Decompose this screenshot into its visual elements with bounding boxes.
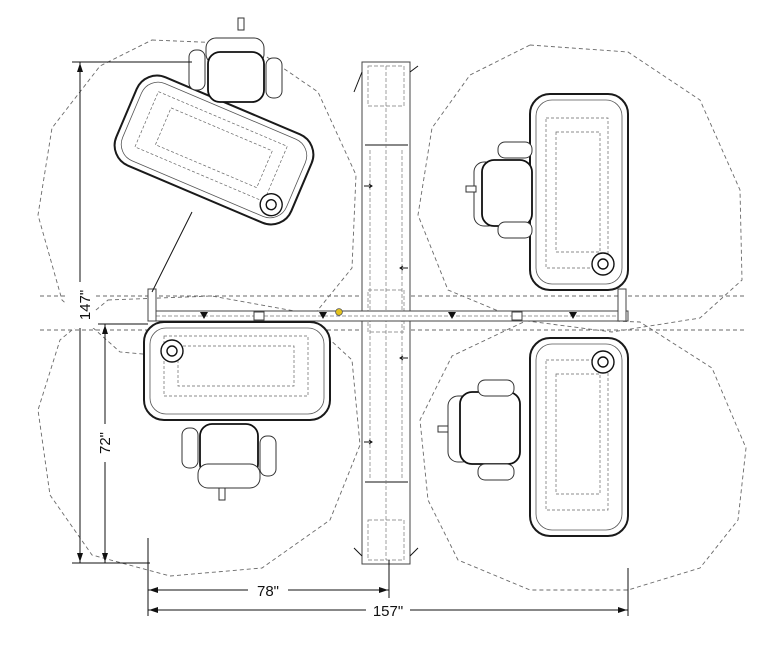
dimension-overall-height: 147" bbox=[66, 61, 192, 564]
chair-armrest bbox=[181, 427, 199, 469]
panel-arrow-marker bbox=[399, 355, 408, 361]
dimension-label-half-width: 78" bbox=[257, 583, 279, 600]
desk-top-left bbox=[113, 74, 315, 226]
chair-top-left bbox=[188, 17, 283, 103]
dimension-label-overall-height: 147" bbox=[77, 290, 94, 320]
chair-seat bbox=[459, 391, 521, 465]
panel-marker bbox=[319, 312, 327, 319]
dimension-overall-width: 157" bbox=[148, 568, 629, 620]
chair-seat bbox=[207, 51, 265, 103]
junction-dot bbox=[335, 308, 343, 316]
clearance-zone-bottom-left bbox=[37, 295, 361, 577]
desk-support-arm bbox=[151, 211, 193, 293]
chair-top-right bbox=[465, 141, 533, 239]
chair-lever bbox=[437, 425, 449, 433]
panel-marker bbox=[569, 312, 577, 319]
chair-seat bbox=[481, 159, 533, 227]
chair-armrest bbox=[259, 435, 277, 477]
panel-end-post bbox=[617, 288, 627, 322]
chair-armrest bbox=[497, 221, 533, 239]
panel-clip bbox=[511, 311, 523, 321]
chair-armrest bbox=[188, 49, 206, 91]
workstation-bottom-right bbox=[437, 337, 629, 537]
panel-clip bbox=[253, 311, 265, 321]
chair-armrest bbox=[265, 57, 283, 99]
dimension-label-desk-depth: 72" bbox=[97, 432, 114, 454]
chair-bottom-right bbox=[437, 379, 521, 481]
chair-lever bbox=[218, 487, 226, 501]
workstation-top-left bbox=[113, 17, 315, 293]
panel-arrow-marker bbox=[364, 439, 373, 445]
desk-surface bbox=[113, 74, 315, 226]
panel-marker bbox=[200, 312, 208, 319]
dimension-label-overall-width: 157" bbox=[373, 603, 403, 620]
cross-panel bbox=[147, 288, 629, 322]
desk-bottom-left bbox=[143, 321, 331, 421]
dimension-desk-depth: 72" bbox=[92, 323, 148, 563]
desk-bottom-right bbox=[529, 337, 629, 537]
chair-bottom-left bbox=[181, 423, 277, 501]
chair-armrest bbox=[477, 463, 515, 481]
panel-arrow-marker bbox=[399, 265, 408, 271]
dimension-half-width: 78" bbox=[147, 538, 390, 616]
panel-marker bbox=[448, 312, 456, 319]
clearance-zone-bottom-right bbox=[419, 317, 747, 591]
chair-lever bbox=[237, 17, 245, 31]
chair-armrest bbox=[477, 379, 515, 397]
chair-armrest bbox=[497, 141, 533, 159]
workstation-top-right bbox=[465, 93, 629, 291]
chair-back bbox=[197, 463, 261, 489]
chair-lever bbox=[465, 185, 477, 193]
panel-arrow-marker bbox=[364, 183, 373, 189]
clearance-zone-top-right bbox=[417, 44, 743, 333]
workstation-bottom-left bbox=[143, 321, 331, 501]
panel-end-post bbox=[147, 288, 157, 322]
